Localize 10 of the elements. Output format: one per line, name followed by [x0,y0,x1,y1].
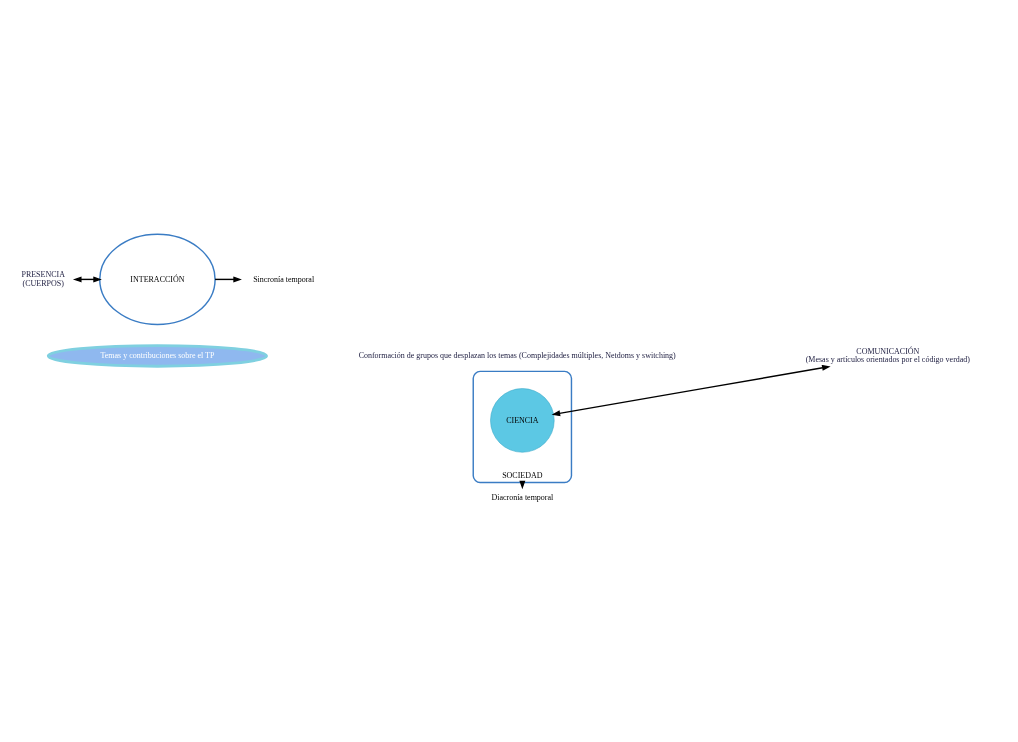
node-text: PRESENCIA (CUERPOS) [20,270,65,288]
arrow [213,276,242,283]
node-circle: CIENCIA [489,388,554,453]
node-text: COMUNICACIÓN (Mesas y artículos orientados por el código verdad) [805,346,970,365]
node-ellipse: INTERACCIÓN [98,233,216,326]
label: Conformación de grupos que desplazan los temas (Complejidades múltiples, Netdoms y switching) [358,351,676,361]
node-text: Diacronía temporal [490,492,553,502]
node-ellipse: Temas y contribuciones sobre el TP [46,344,268,368]
arrow [551,364,831,417]
node-text: Sincronía temporal [252,274,314,284]
